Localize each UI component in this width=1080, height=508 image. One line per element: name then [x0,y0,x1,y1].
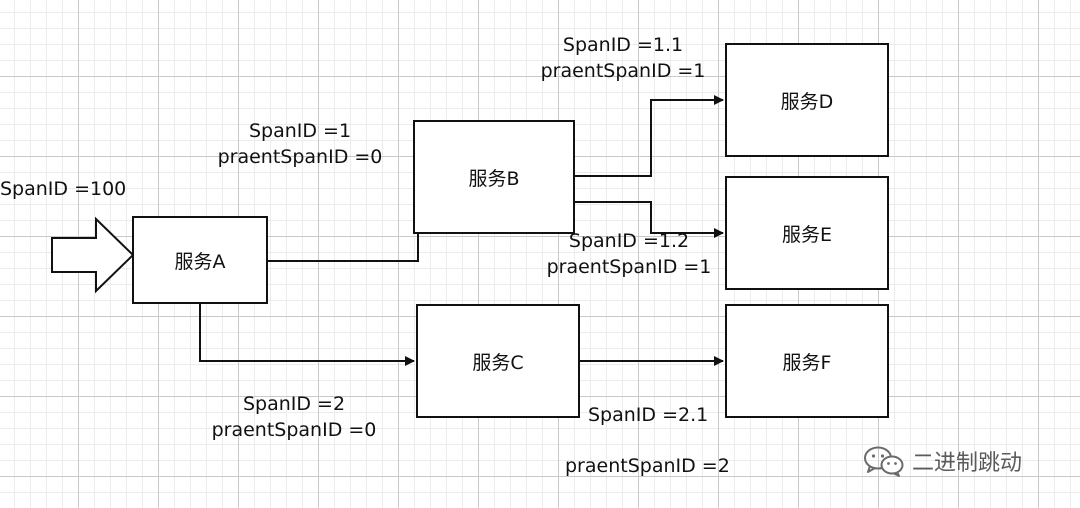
service-d-label: 服务D [780,90,834,113]
service-f-box: 服务F [725,304,889,418]
entry-span-label: SpanID =100 [0,176,126,202]
f-span-id: SpanID =2.1 [588,404,709,426]
b-span-id: SpanID =1 [248,120,352,142]
wechat-icon [864,446,904,477]
f-parent-label: praentSpanID =2 [565,453,730,479]
b-parent-span-id: praentSpanID =0 [217,146,383,168]
watermark: 二进制跳动 [862,444,1022,478]
e-span-label: SpanID =1.2 praentSpanID =1 [541,228,717,280]
service-b-box: 服务B [413,120,575,234]
d-span-id: SpanID =1.1 [562,34,684,56]
service-c-box: 服务C [416,304,580,418]
d-parent-span-id: praentSpanID =1 [540,60,706,82]
service-f-label: 服务F [782,351,832,374]
watermark-text: 二进制跳动 [912,451,1023,476]
e-span-id: SpanID =1.2 [568,230,690,252]
service-a-box: 服务A [132,216,268,304]
service-e-box: 服务E [725,176,889,290]
edge-a-b [268,233,419,262]
c-parent-span-id: praentSpanID =0 [211,419,377,441]
entry-span-id: SpanID =100 [0,178,127,200]
edge-b-d [575,95,724,177]
service-a-label: 服务A [174,250,226,273]
c-span-label: SpanID =2 praentSpanID =0 [206,391,382,443]
edge-a-c [199,304,415,366]
service-b-label: 服务B [468,167,520,190]
b-span-label: SpanID =1 praentSpanID =0 [212,118,388,170]
f-parent-span-id: praentSpanID =2 [565,455,730,477]
edge-b-e [575,201,724,238]
service-e-label: 服务E [781,223,832,246]
service-c-label: 服务C [472,351,524,374]
service-d-box: 服务D [725,43,889,157]
e-parent-span-id: praentSpanID =1 [546,256,712,278]
entry-arrow [51,216,135,294]
f-span-label: SpanID =2.1 [588,402,708,428]
c-span-id: SpanID =2 [242,393,346,415]
d-span-label: SpanID =1.1 praentSpanID =1 [535,32,711,84]
